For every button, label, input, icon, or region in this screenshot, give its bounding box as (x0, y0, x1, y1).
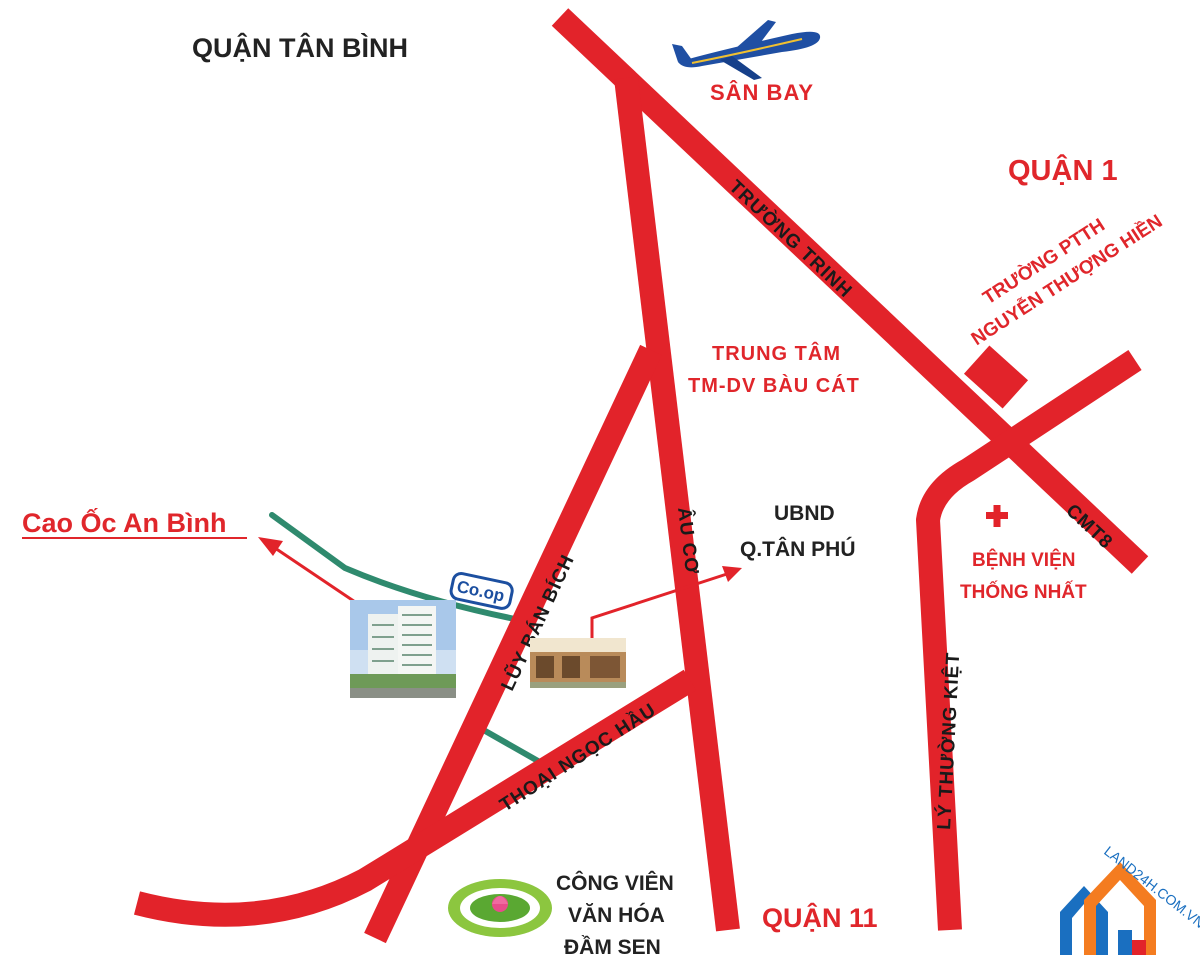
trade-center-line2: TM-DV BÀU CÁT (688, 374, 860, 397)
ubnd-arrow (590, 566, 742, 638)
trade-center-line1: TRUNG TÂM (712, 341, 841, 365)
hospital-line1: BỆNH VIỆN (972, 549, 1075, 571)
park-line1: CÔNG VIÊN (556, 871, 674, 895)
project-name: Cao Ốc An Bình (22, 506, 227, 538)
hospital-cross-icon (986, 505, 1008, 527)
airport-label: SÂN BAY (710, 80, 814, 105)
park-logo-icon (448, 879, 552, 937)
park-line3: ĐẦM SEN (564, 936, 661, 959)
road-ly-thuong-kiet (916, 349, 1142, 931)
main-roads (133, 8, 1149, 944)
hospital-line2: THỐNG NHẤT (960, 581, 1087, 603)
ubnd-building-image (530, 638, 626, 688)
district-tan-binh: QUẬN TÂN BÌNH (192, 32, 408, 63)
district-quan-11: QUẬN 11 (762, 902, 878, 933)
road-thoai-ngoc-hau (133, 669, 697, 927)
ubnd-line2: Q.TÂN PHÚ (740, 537, 856, 561)
coop-logo-icon: Co.op (449, 571, 514, 610)
park-line2: VĂN HÓA (568, 903, 665, 927)
minor-road-upper (269, 512, 523, 623)
district-quan-1: QUẬN 1 (1008, 153, 1118, 187)
airplane-icon (672, 20, 821, 80)
minor-road-lower (477, 725, 548, 768)
land24h-logo-icon (1060, 862, 1156, 955)
road-au-co (614, 76, 740, 932)
minor-roads (269, 512, 548, 768)
project-building-image (350, 600, 456, 698)
road-truong-chinh (551, 8, 1149, 574)
school-block (963, 345, 1029, 409)
ubnd-line1: UBND (774, 502, 835, 525)
